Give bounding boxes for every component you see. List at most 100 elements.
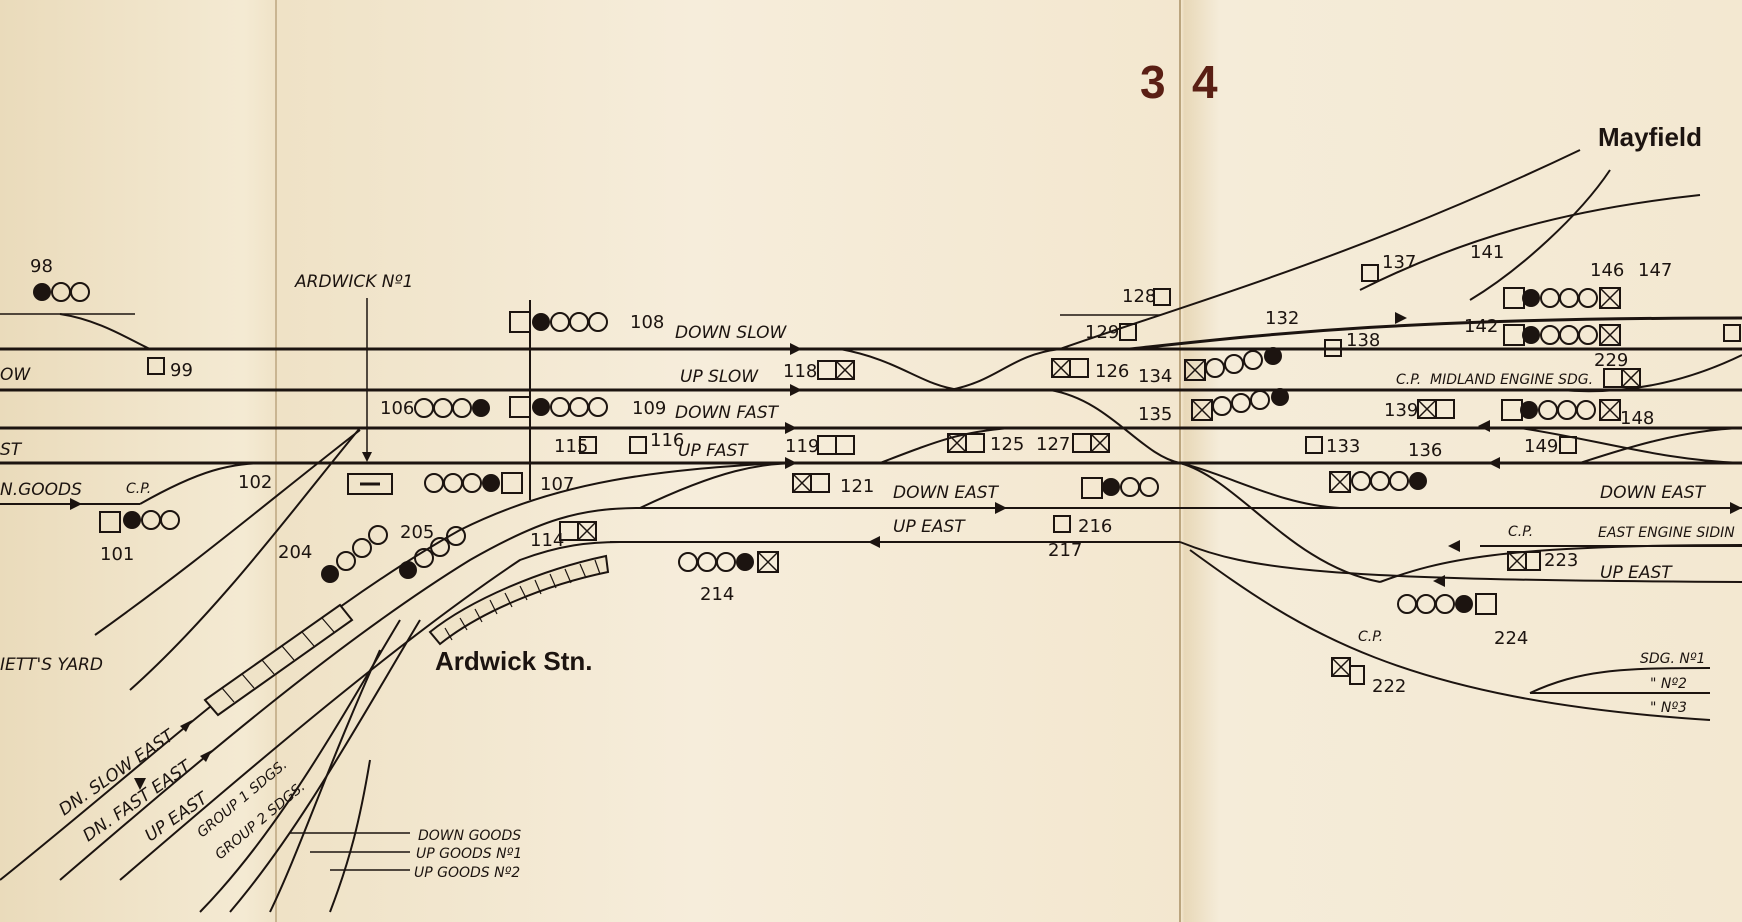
- signal-number: 115: [554, 436, 588, 457]
- curve: [139, 462, 271, 505]
- signal-number: 217: [1048, 540, 1082, 561]
- signal-number: 129: [1085, 322, 1119, 343]
- signal-number: 148: [1620, 408, 1654, 429]
- signal-107: [424, 472, 523, 494]
- curve: [1579, 427, 1742, 464]
- curve: [329, 759, 371, 913]
- curve: [1359, 194, 1701, 291]
- signal-number: 147: [1638, 260, 1672, 281]
- cp-label: C.P.: [126, 481, 151, 497]
- signal-number: 133: [1326, 436, 1360, 457]
- signal-numbers: 98 99 101 102 106 107 108 109 114 115 11…: [30, 242, 1672, 697]
- curve: [639, 462, 801, 509]
- down-goods-label: DOWN GOODS: [418, 828, 521, 844]
- signal-98: [33, 282, 90, 302]
- signal-106: [414, 398, 490, 418]
- signal-205: [399, 526, 466, 579]
- down-slow-label: DOWN SLOW: [675, 323, 788, 343]
- platform-up: [428, 554, 610, 646]
- down-east-right-label: DOWN EAST: [1600, 483, 1707, 503]
- pointer-arrowhead: [362, 452, 372, 462]
- curve: [0, 462, 781, 881]
- signal-number: 109: [632, 398, 666, 419]
- page-number-4: 4: [1192, 56, 1218, 108]
- signal-number: 118: [783, 361, 817, 382]
- page-number-3: 3: [1140, 56, 1166, 108]
- platform-hatch: [221, 559, 601, 703]
- main-tracks: [0, 347, 1742, 543]
- signal-number: 121: [840, 476, 874, 497]
- ardwick-stn-label: Ardwick Stn.: [435, 646, 592, 676]
- direction-arrows: [70, 312, 1742, 790]
- signal-number: 149: [1524, 436, 1558, 457]
- left-fast-label: ST: [0, 440, 23, 460]
- up-goods2-label: UP GOODS Nº2: [414, 865, 520, 881]
- yard-label: IETT'S YARD: [0, 655, 103, 675]
- signal-134: [1184, 347, 1282, 381]
- signal-number: 114: [530, 530, 564, 551]
- signal-109: [509, 396, 608, 418]
- curve: [59, 507, 641, 881]
- platform-down: [203, 603, 354, 717]
- signal-204: [321, 525, 388, 583]
- junction-curves: [639, 149, 1742, 721]
- curve: [1469, 169, 1611, 301]
- signal-number: 139: [1384, 400, 1418, 421]
- signal-number: 223: [1544, 550, 1578, 571]
- up-goods1-label: UP GOODS Nº1: [416, 846, 522, 862]
- signal-number: 214: [700, 584, 734, 605]
- curve: [1179, 541, 1742, 583]
- signal-number: 99: [170, 360, 193, 381]
- curve: [94, 429, 361, 636]
- signal-number: 141: [1470, 242, 1504, 263]
- box-crosses: [360, 287, 1641, 677]
- curve: [1129, 316, 1742, 351]
- left-goods-label: N.GOODS: [0, 480, 82, 500]
- signal-number: 126: [1095, 361, 1129, 382]
- down-east-label: DOWN EAST: [893, 483, 1000, 503]
- curve: [1189, 549, 1711, 721]
- signal-135: [1191, 388, 1289, 421]
- signal-146: [1503, 287, 1621, 309]
- signal-number: 119: [785, 436, 819, 457]
- signal-number: 229: [1594, 350, 1628, 371]
- left-tracks: [0, 298, 781, 913]
- cp-label: C.P.: [1396, 372, 1421, 388]
- signal-number: 146: [1590, 260, 1624, 281]
- cp-label: C.P.: [1508, 524, 1533, 540]
- up-east-label: UP EAST: [893, 517, 966, 537]
- signal-101: [99, 510, 180, 533]
- signal-number: 224: [1494, 628, 1528, 649]
- signal-number: 106: [380, 398, 414, 419]
- curve: [1559, 354, 1742, 393]
- signal-224: [1397, 593, 1497, 615]
- ardwick-platforms: [203, 554, 610, 717]
- signal-number: 216: [1078, 516, 1112, 537]
- curve: [1519, 427, 1742, 464]
- ardwick-no1-label: ARDWICK Nº1: [294, 272, 413, 292]
- curve: [129, 427, 361, 691]
- signal-number: 101: [100, 544, 134, 565]
- curve: [1529, 667, 1711, 694]
- curve: [119, 541, 621, 881]
- signal-148: [1501, 399, 1621, 421]
- curve: [949, 348, 1061, 391]
- up-fast-label: UP FAST: [678, 441, 749, 461]
- signal-number: 128: [1122, 286, 1156, 307]
- east-engine-siding-label: EAST ENGINE SIDIN: [1598, 525, 1735, 541]
- signal-136: [1329, 471, 1427, 493]
- signal-number: 127: [1036, 434, 1070, 455]
- signal-number: 205: [400, 522, 434, 543]
- signal-number: 204: [278, 542, 312, 563]
- mayfield-label: Mayfield: [1598, 122, 1702, 152]
- signal-number: 132: [1265, 308, 1299, 329]
- up-east-right-label: UP EAST: [1600, 563, 1673, 583]
- curve: [269, 649, 381, 913]
- curve: [59, 313, 151, 350]
- signal-number: 125: [990, 434, 1024, 455]
- signal-number: 142: [1464, 316, 1498, 337]
- signal-number: 134: [1138, 366, 1172, 387]
- signal-216: [1081, 477, 1159, 499]
